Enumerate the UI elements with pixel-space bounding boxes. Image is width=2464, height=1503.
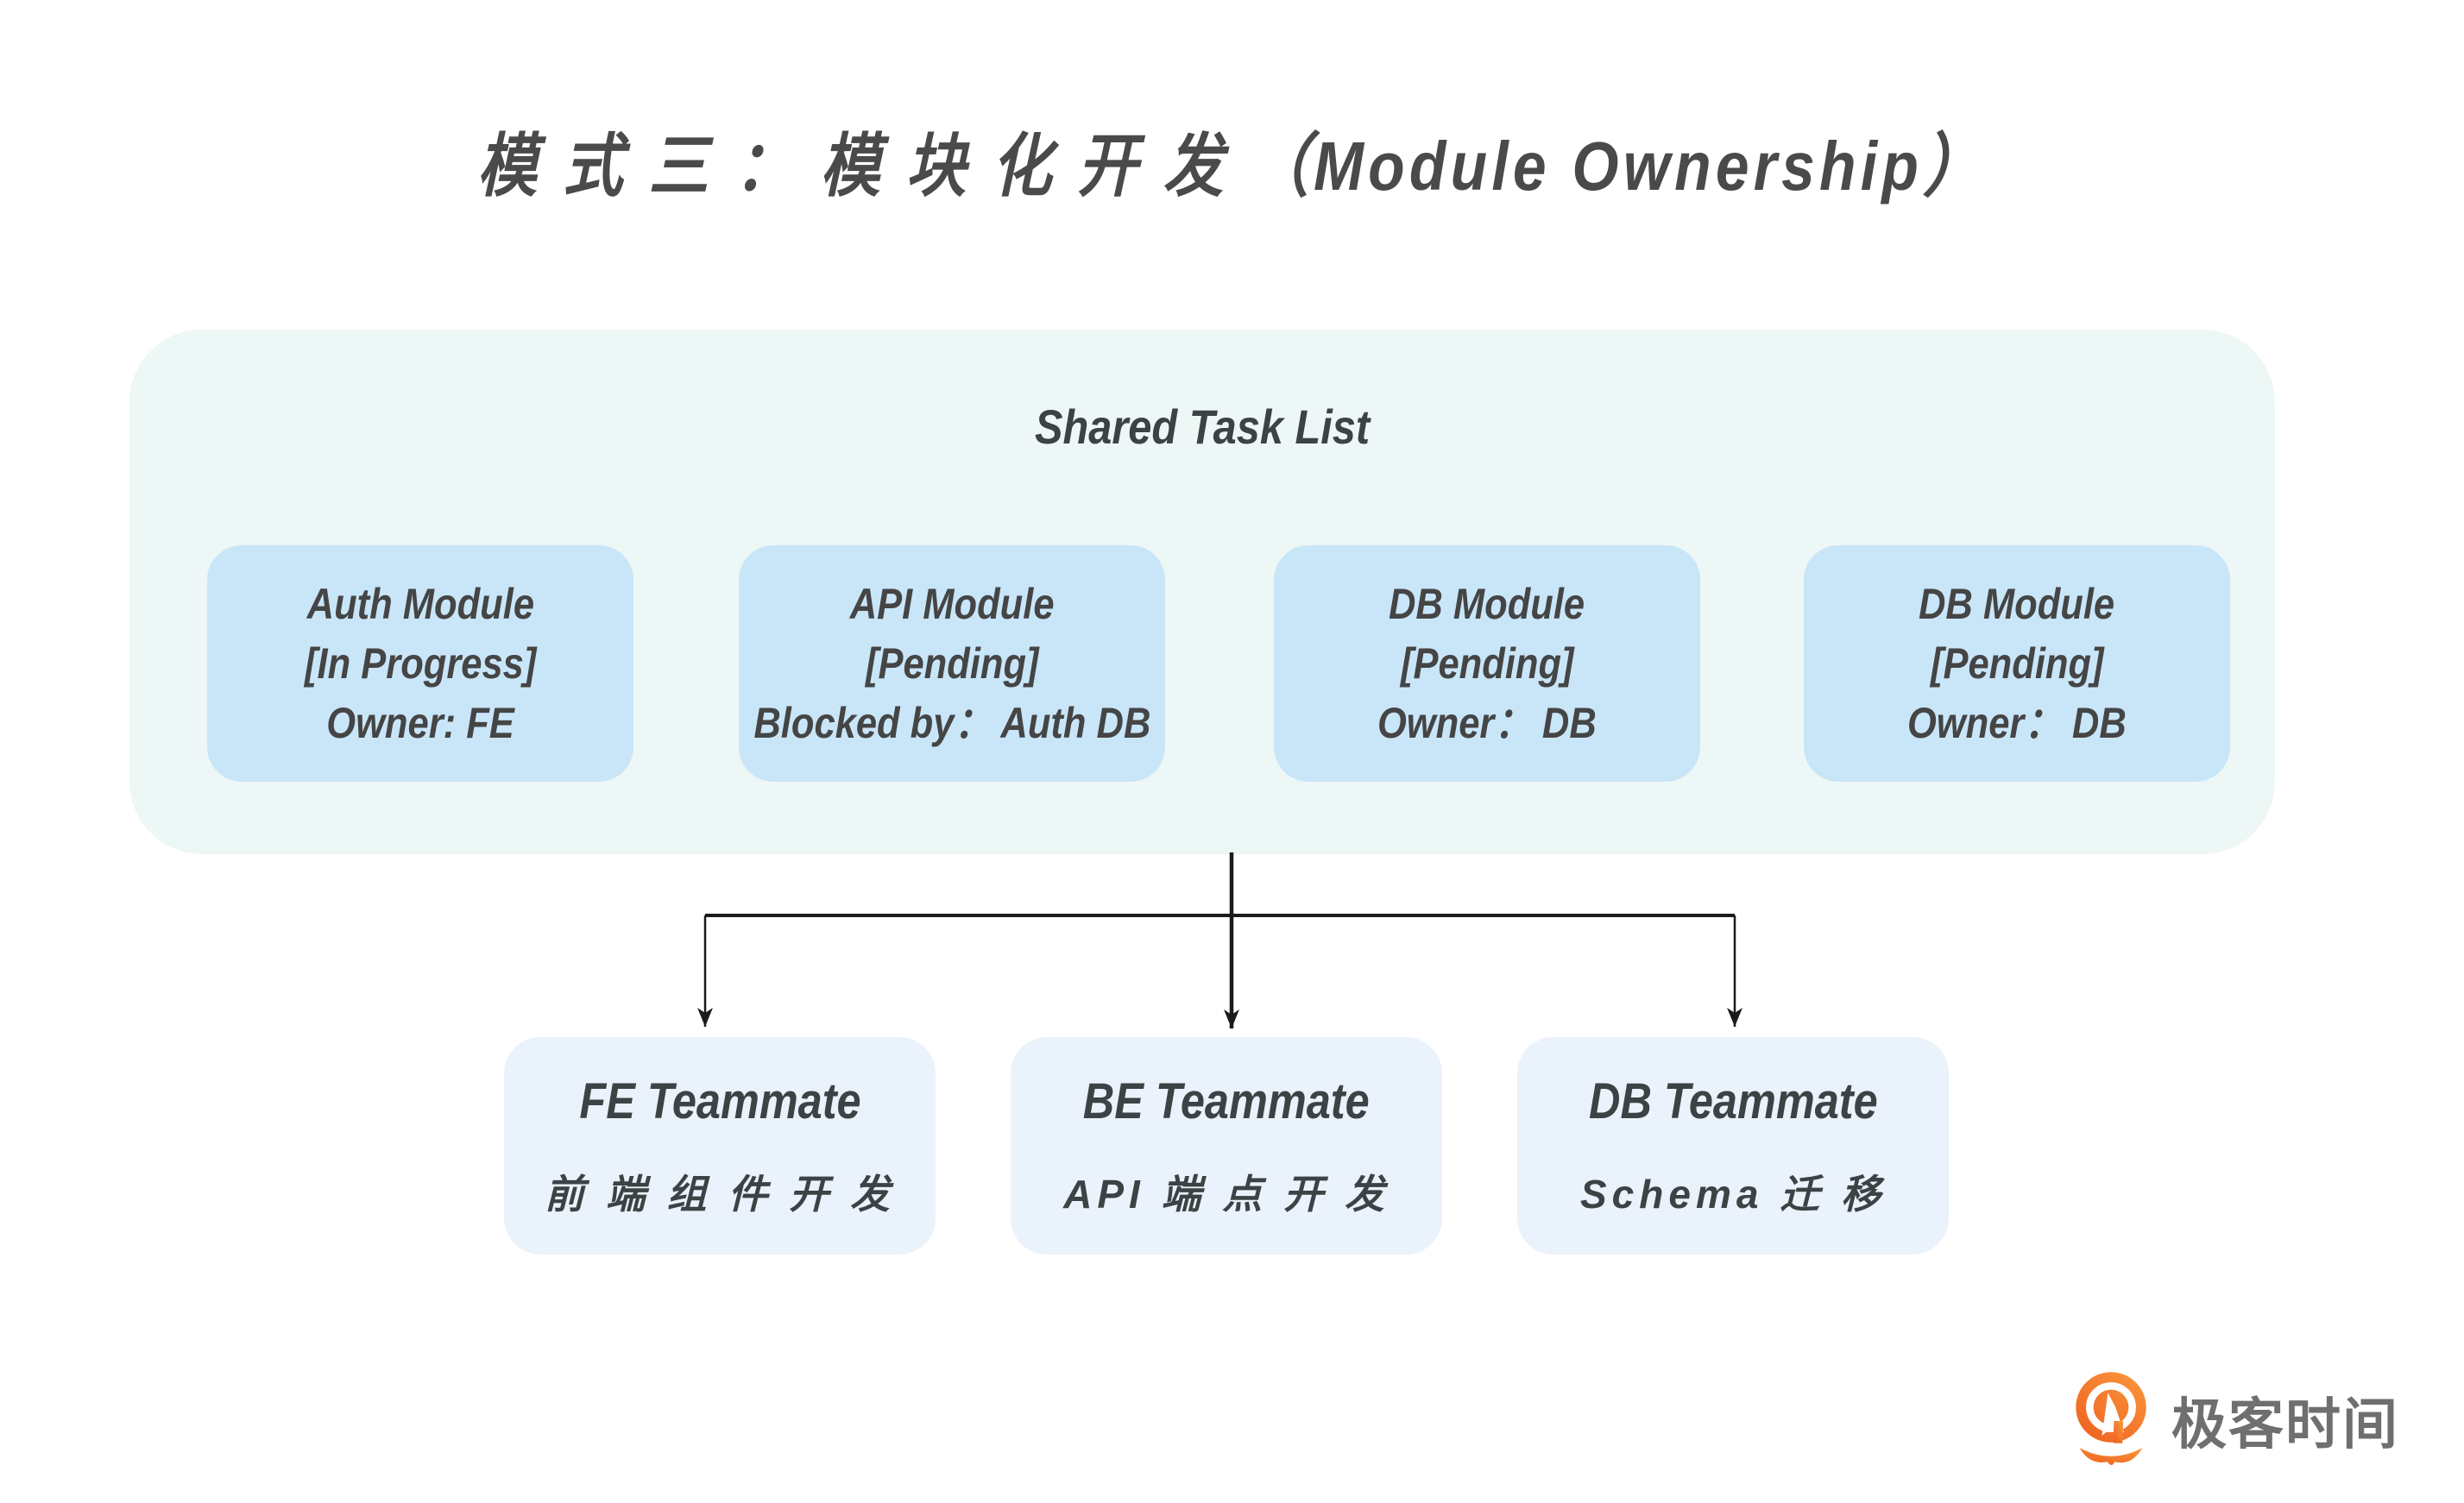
module-meta: Owner： DB [1377, 698, 1597, 747]
teammate-card-be: BE Teammate API 端 点 开 发 [1011, 1037, 1442, 1255]
teammate-role: BE Teammate [1083, 1072, 1370, 1129]
module-card-db-1: DB Module [Pending] Owner： DB [1274, 545, 1700, 782]
geektime-logo-icon [2076, 1372, 2146, 1465]
module-status: [Pending] [1930, 638, 2104, 688]
module-meta: Owner： DB [1907, 698, 2127, 747]
module-name: Auth Module [306, 579, 534, 628]
teammate-task: API 端 点 开 发 [1063, 1171, 1390, 1217]
teammate-card-db: DB Teammate Schema 迁 移 [1517, 1037, 1949, 1255]
module-meta: Blocked by： Auth DB [753, 698, 1151, 747]
module-status: [Pending] [865, 638, 1039, 688]
geektime-logo: 极客时间 [2063, 1368, 2399, 1472]
teammate-card-fe: FE Teammate 前 端 组 件 开 发 [504, 1037, 936, 1255]
geektime-logo-text: 极客时间 [2171, 1393, 2399, 1456]
shared-task-label: Shared Task List [1034, 399, 1371, 454]
shared-task-panel: Shared Task List Auth Module [In Progres… [129, 330, 2275, 854]
page-title-text: 模 式 三 ： 模 块 化 开 发 （Module Ownership） [476, 128, 1988, 204]
teammate-role: FE Teammate [578, 1072, 861, 1129]
module-card-db-2: DB Module [Pending] Owner： DB [1804, 545, 2230, 782]
teammate-task: Schema 迁 移 [1580, 1171, 1886, 1217]
page-title: 模 式 三 ： 模 块 化 开 发 （Module Ownership） [0, 110, 2464, 211]
teammate-role: DB Teammate [1588, 1072, 1878, 1129]
module-card-api: API Module [Pending] Blocked by： Auth DB [739, 545, 1165, 782]
module-name: DB Module [1919, 579, 2115, 628]
module-name: API Module [849, 579, 1055, 628]
module-card-auth: Auth Module [In Progress] Owner: FE [207, 545, 633, 782]
module-status: [Pending] [1400, 638, 1574, 688]
teammate-task: 前 端 组 件 开 发 [545, 1171, 895, 1217]
module-status: [In Progress] [304, 638, 537, 688]
module-meta: Owner: FE [326, 698, 514, 747]
module-name: DB Module [1389, 579, 1585, 628]
